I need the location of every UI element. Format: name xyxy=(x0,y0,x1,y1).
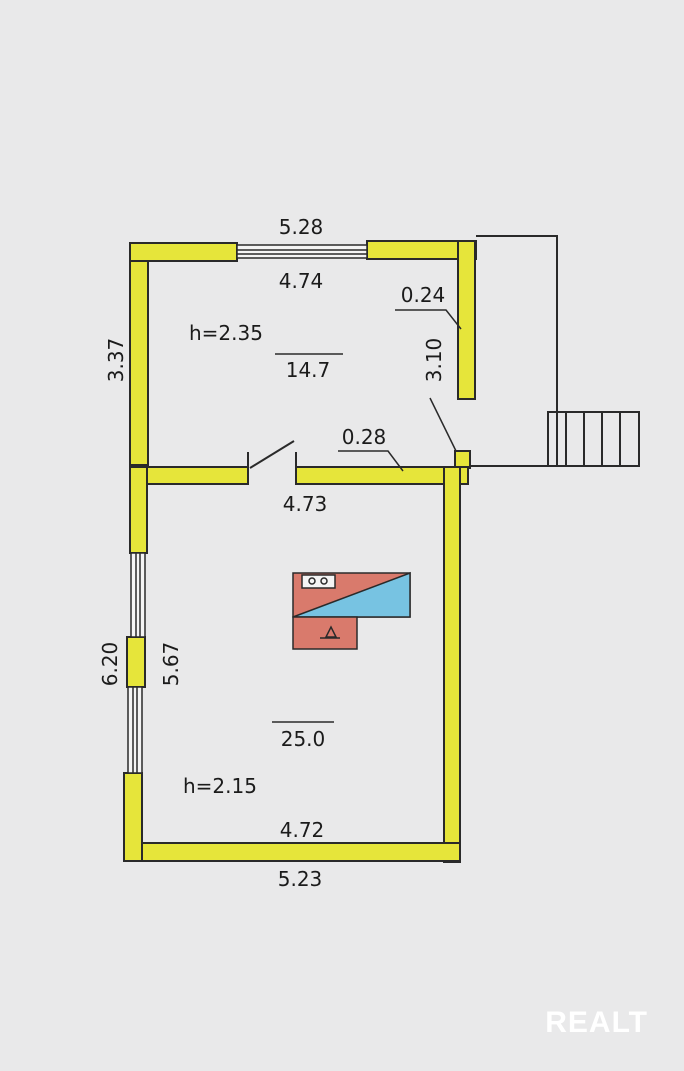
leader-lines xyxy=(272,309,462,723)
lower-top-wall-right xyxy=(295,466,469,485)
lower-height-label: h=2.15 xyxy=(183,774,257,798)
steps xyxy=(547,411,640,467)
upper-right-partition xyxy=(457,240,476,400)
upper-area-label: 14.7 xyxy=(286,358,331,382)
partition-thickness-label: 0.24 xyxy=(401,283,446,307)
upper-outer-width-label: 5.28 xyxy=(279,215,324,239)
lower-inner-width-top-label: 4.73 xyxy=(283,492,328,516)
burner-box xyxy=(301,574,336,589)
firebox-icon xyxy=(324,625,338,638)
watermark-logo: REALT xyxy=(545,1006,648,1039)
wall-thickness-label: 0.28 xyxy=(342,425,387,449)
lower-left-wall-bottom xyxy=(123,772,143,862)
lower-right-wall xyxy=(443,466,461,863)
lower-windows xyxy=(127,552,146,774)
lower-left-wall-top xyxy=(129,466,148,554)
lower-inner-length-label: 5.67 xyxy=(159,642,183,687)
upper-inner-width-label: 4.74 xyxy=(279,269,324,293)
upper-left-wall xyxy=(129,242,149,466)
door xyxy=(247,440,297,469)
lower-inner-width-bottom-label: 4.72 xyxy=(280,818,325,842)
window-lower xyxy=(127,686,143,774)
burner-left xyxy=(308,577,316,585)
upper-outer-length-label: 3.37 xyxy=(104,338,128,383)
upper-top-wall-left xyxy=(129,242,238,262)
lower-area-label: 25.0 xyxy=(281,727,326,751)
veranda-outline xyxy=(470,235,558,467)
lower-outer-length-label: 6.20 xyxy=(98,642,122,687)
leader-0.24 xyxy=(395,309,462,330)
lower-bottom-wall xyxy=(123,842,461,862)
partition-length-label: 3.10 xyxy=(422,338,446,383)
burner-right xyxy=(320,577,328,585)
upper-height-label: h=2.35 xyxy=(189,321,263,345)
window-upper xyxy=(130,552,146,638)
stove-base xyxy=(292,616,358,650)
lower-outer-width-label: 5.23 xyxy=(278,867,323,891)
upper-window xyxy=(236,244,368,259)
stove xyxy=(292,571,411,650)
leader-3.10 xyxy=(429,397,457,452)
partition-stub xyxy=(454,450,471,469)
lower-left-wall-middle xyxy=(126,636,146,688)
leader-0.28 xyxy=(338,450,404,472)
